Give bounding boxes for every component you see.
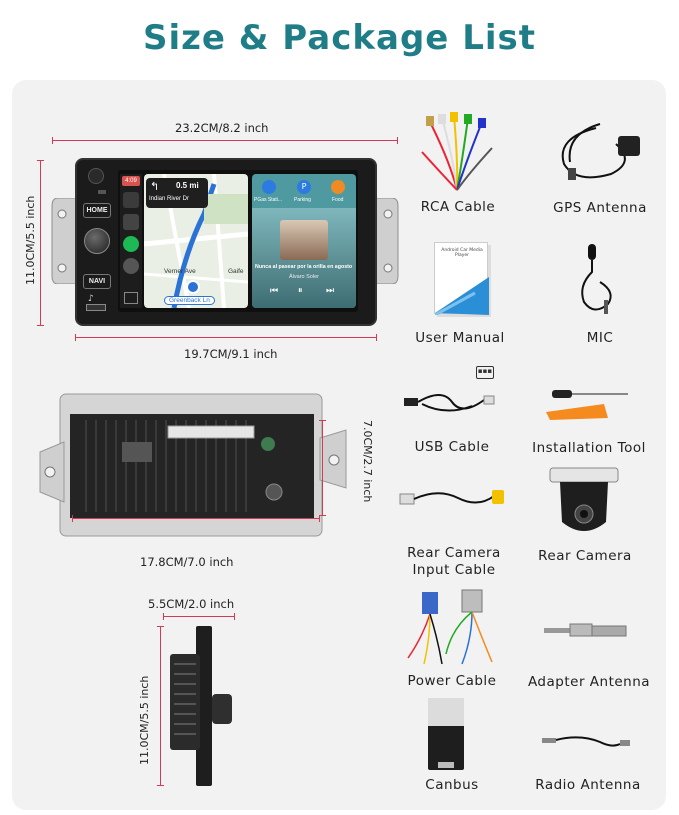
now-playing-card[interactable]: Nunca al pasear por la orilla en agosto … — [252, 208, 356, 308]
gps-antenna-image — [561, 123, 640, 180]
map-view[interactable]: ↰ 0.5 mi Indian River Dr Verner Ave Gaif… — [144, 174, 248, 308]
side-height-label: 11.0CM/5.5 inch — [138, 675, 151, 765]
next-icon[interactable]: ⏭ — [326, 286, 335, 296]
back-height-line — [322, 420, 323, 516]
rca-cable-label: RCA Cable — [420, 199, 496, 215]
maps-app-icon[interactable] — [123, 192, 139, 208]
album-art — [280, 220, 328, 260]
side-profile — [170, 626, 232, 786]
map-street-label: Gaife — [228, 268, 244, 275]
rear-camera-input-cable-label: Rear Camera Input Cable — [407, 545, 501, 578]
map-road-label: Greenback Ln — [164, 296, 215, 305]
artist-name: Álvaro Soler — [289, 274, 319, 280]
carplay-dock: 4:09 — [120, 174, 142, 308]
user-manual-image: Android Car Media Player — [434, 242, 489, 315]
music-note-icon: ♪ — [88, 294, 94, 304]
front-height-line — [40, 160, 41, 326]
dashboard-panel: P PGas Stati... Parking Food Nunca al pa… — [252, 174, 356, 308]
power-icon — [88, 168, 104, 184]
rca-cable-image — [421, 112, 493, 191]
back-height-label: 7.0CM/2.7 inch — [361, 420, 374, 503]
rear-camera-input-cable-image — [399, 490, 504, 505]
app-label: Parking — [294, 197, 311, 203]
clock-badge: 4:09 — [122, 176, 140, 186]
left-bracket — [51, 198, 77, 284]
mic-hole-icon — [98, 190, 106, 194]
usb-cable-image — [404, 394, 495, 412]
rear-camera-label: Rear Camera — [538, 548, 632, 564]
canbus-image — [428, 698, 464, 770]
nav-banner: ↰ 0.5 mi Indian River Dr — [146, 178, 208, 208]
radio-antenna-label: Radio Antenna — [535, 777, 641, 793]
front-width-line — [52, 140, 398, 141]
power-cable-image — [407, 589, 493, 665]
front-height-label: 11.0CM/5.5 inch — [24, 195, 37, 285]
adapter-antenna-label: Adapter Antenna — [527, 674, 651, 690]
home-button[interactable]: HOME — [83, 203, 111, 218]
keyboard-icon: ▪▪▪ — [476, 366, 494, 379]
front-width-label: 23.2CM/8.2 inch — [175, 121, 269, 135]
side-height-line — [160, 626, 161, 786]
usb-cable-label: USB Cable — [414, 439, 490, 455]
parking-icon[interactable]: P — [297, 180, 311, 194]
installation-tool-label: Installation Tool — [532, 440, 646, 456]
map-street-label: Verner Ave — [164, 268, 196, 275]
manual-cover-text: Android Car Media Player — [441, 248, 483, 258]
app-label: Food — [332, 197, 344, 203]
screen-width-label: 19.7CM/9.1 inch — [184, 347, 278, 361]
navi-button[interactable]: NAVI — [83, 274, 111, 289]
turn-left-icon: ↰ — [150, 180, 160, 193]
installation-tool-image — [546, 390, 628, 420]
volume-knob[interactable] — [84, 228, 110, 254]
location-arrow-icon — [186, 280, 200, 294]
right-bracket — [373, 198, 399, 284]
mic-image — [581, 244, 612, 314]
radio-antenna-image — [542, 736, 630, 747]
screen-width-line — [75, 337, 377, 338]
display-screen: 4:09 ↰ 0.5 mi Indian River Dr Verner — [118, 170, 358, 312]
spotify-icon[interactable] — [123, 236, 139, 252]
canbus-label: Canbus — [425, 777, 479, 793]
rear-camera-image — [549, 467, 619, 531]
mic-label: MIC — [586, 330, 614, 346]
adapter-antenna-image — [544, 623, 627, 637]
map-roads — [144, 174, 248, 308]
app-grid-icon[interactable] — [123, 214, 139, 230]
side-depth-label: 5.5CM/2.0 inch — [148, 597, 235, 611]
gps-antenna-label: GPS Antenna — [553, 200, 647, 216]
gas-station-icon[interactable] — [262, 180, 276, 194]
app-label: PGas Stati... — [254, 197, 283, 203]
song-title: Nunca al pasear por la orilla en agosto — [255, 264, 353, 270]
rear-chassis — [39, 393, 347, 537]
back-width-label: 17.8CM/7.0 inch — [140, 555, 234, 569]
nav-street: Indian River Dr — [149, 196, 190, 202]
settings-icon[interactable] — [123, 258, 139, 274]
pause-icon[interactable]: ⏸ — [298, 286, 303, 296]
page-title: Size & Package List — [142, 18, 537, 58]
user-manual-label: User Manual — [415, 330, 505, 346]
grid-toggle-icon[interactable] — [124, 292, 138, 304]
side-depth-line — [163, 616, 235, 617]
previous-icon[interactable]: ⏮ — [270, 286, 279, 296]
power-cable-label: Power Cable — [407, 673, 497, 689]
back-width-line — [72, 518, 320, 519]
food-icon[interactable] — [331, 180, 345, 194]
nav-distance: 0.5 mi — [176, 181, 199, 190]
usb-port-icon — [86, 304, 106, 311]
